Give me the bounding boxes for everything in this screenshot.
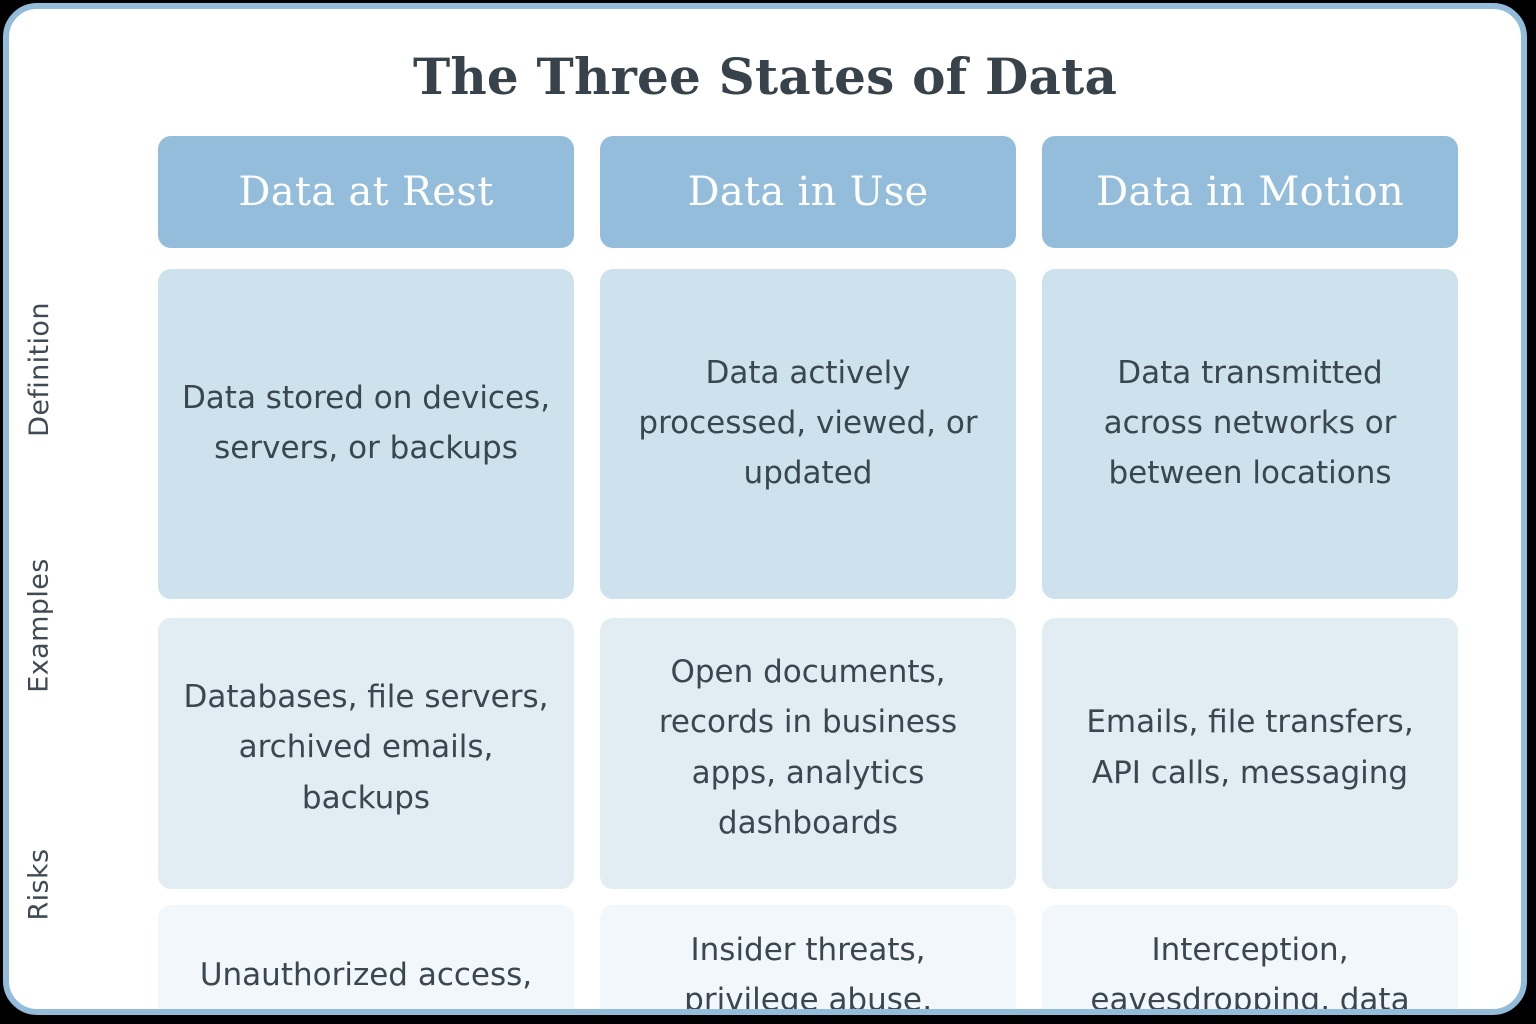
cell-text: Interception, eavesdropping, data leakag… (1090, 931, 1410, 1015)
cell-text: Emails, file transfers, API calls, messa… (1086, 704, 1414, 791)
cell-definition-data-in-use: Data actively processed, viewed, or upda… (600, 269, 1016, 599)
cell-text: Data actively processed, viewed, or upda… (638, 354, 978, 492)
column-header-label: Data in Use (687, 169, 929, 215)
cell-text: Data transmitted across networks or betw… (1103, 354, 1397, 492)
column-header-data-in-motion: Data in Motion (1042, 136, 1458, 248)
cell-examples-data-at-rest: Databases, file servers, archived emails… (158, 618, 574, 889)
cell-text: Databases, file servers, archived emails… (183, 679, 549, 816)
column-header-label: Data in Motion (1096, 169, 1404, 215)
table-row-definition: Data stored on devices, servers, or back… (158, 269, 1458, 599)
row-label-examples: Examples (9, 525, 69, 725)
page-title: The Three States of Data (412, 47, 1118, 106)
cell-text: Data stored on devices, servers, or back… (181, 379, 551, 466)
table-row-risks: Unauthorized access, theft, loss Insider… (158, 905, 1458, 1015)
cell-text: Insider threats, privilege abuse, accide… (684, 931, 932, 1015)
cell-examples-data-in-motion: Emails, file transfers, API calls, messa… (1042, 618, 1458, 889)
table-row-examples: Databases, file servers, archived emails… (158, 618, 1458, 889)
cell-definition-data-in-motion: Data transmitted across networks or betw… (1042, 269, 1458, 599)
row-label-risks: Risks (9, 799, 69, 969)
row-label-text: Definition (23, 301, 55, 437)
cell-text: Unauthorized access, theft, loss (199, 956, 533, 1009)
cell-definition-data-at-rest: Data stored on devices, servers, or back… (158, 269, 574, 599)
table-header-row: Data at Rest Data in Use Data in Motion (158, 136, 1458, 248)
column-header-label: Data at Rest (238, 169, 494, 215)
states-of-data-table: Data at Rest Data in Use Data in Motion … (158, 136, 1458, 1009)
row-label-definition: Definition (9, 269, 69, 469)
cell-examples-data-in-use: Open documents, records in business apps… (600, 618, 1016, 889)
cell-text: Open documents, records in business apps… (658, 654, 958, 841)
cell-risks-data-in-motion: Interception, eavesdropping, data leakag… (1042, 905, 1458, 1015)
column-header-data-in-use: Data in Use (600, 136, 1016, 248)
row-label-text: Risks (23, 847, 55, 921)
cell-risks-data-at-rest: Unauthorized access, theft, loss (158, 905, 574, 1009)
infographic-card: The Three States of Data Data at Rest Da… (3, 3, 1527, 1015)
cell-risks-data-in-use: Insider threats, privilege abuse, accide… (600, 905, 1016, 1015)
column-header-data-at-rest: Data at Rest (158, 136, 574, 248)
row-label-text: Examples (23, 557, 55, 693)
